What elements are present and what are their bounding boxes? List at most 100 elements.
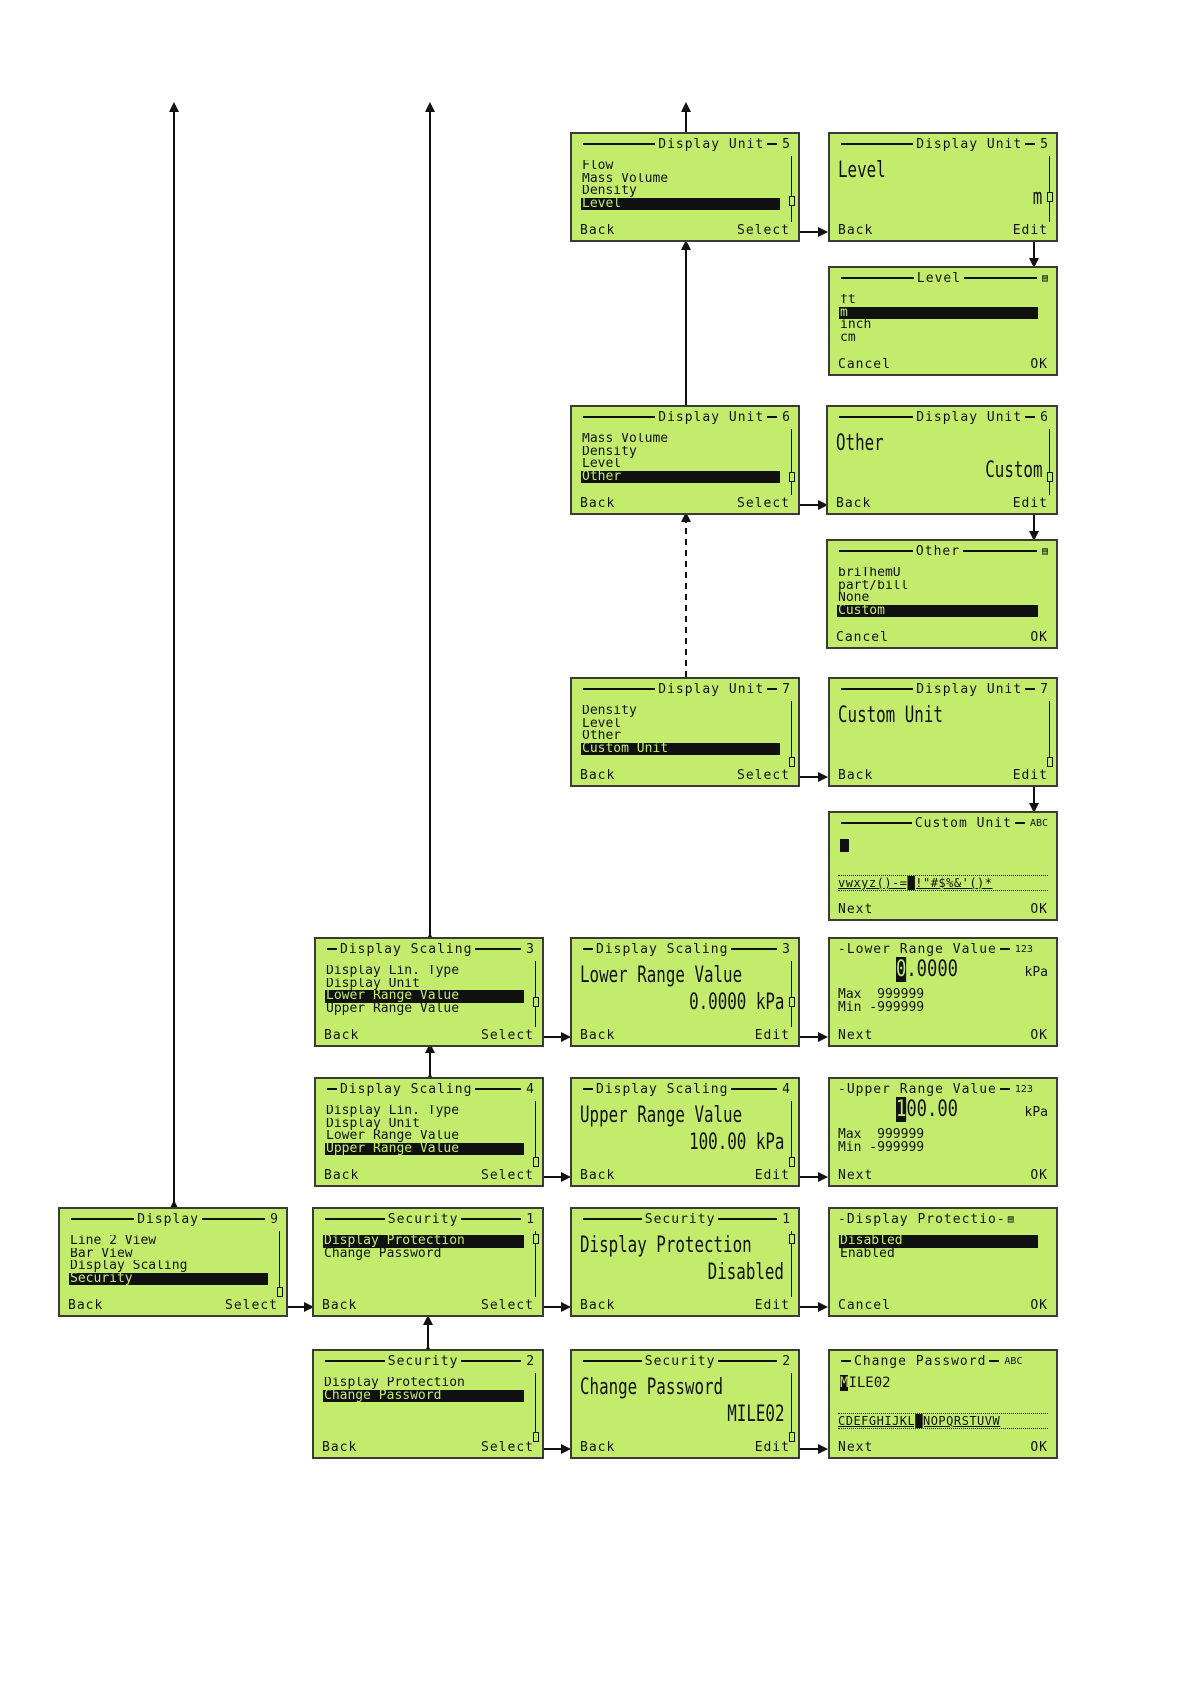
menu-item[interactable]: Upper Range Value	[326, 1002, 460, 1015]
menu-item[interactable]: Display Unit	[326, 977, 420, 990]
next-softkey[interactable]: Next	[838, 1168, 874, 1183]
select-softkey[interactable]: Select	[481, 1298, 534, 1313]
cancel-softkey[interactable]: Cancel	[838, 1298, 891, 1313]
digit-cursor[interactable]: 0	[896, 957, 907, 982]
option-item-selected[interactable]: Disabled	[839, 1235, 1038, 1248]
option-item[interactable]: Enabled	[840, 1247, 895, 1260]
menu-item[interactable]: Density	[582, 185, 637, 198]
menu-item[interactable]: Flow	[582, 160, 614, 173]
next-softkey[interactable]: Next	[838, 1028, 874, 1043]
menu-item[interactable]: Display Protection	[324, 1377, 465, 1390]
select-softkey[interactable]: Select	[737, 768, 790, 783]
menu-item-selected[interactable]: Display Protection	[323, 1235, 524, 1248]
back-softkey[interactable]: Back	[580, 496, 616, 511]
back-softkey[interactable]: Back	[322, 1298, 358, 1313]
edit-softkey[interactable]: Edit	[754, 1168, 790, 1183]
select-softkey[interactable]: Select	[737, 496, 790, 511]
back-softkey[interactable]: Back	[580, 1298, 616, 1313]
option-list: briThemU part/bill None Custom	[837, 567, 1038, 617]
edit-softkey[interactable]: Edit	[754, 1028, 790, 1043]
menu-item[interactable]: Lower Range Value	[326, 1130, 460, 1143]
back-softkey[interactable]: Back	[322, 1440, 358, 1455]
back-softkey[interactable]: Back	[838, 223, 874, 238]
ok-softkey[interactable]: OK	[1030, 1028, 1048, 1043]
next-softkey[interactable]: Next	[838, 1440, 874, 1455]
password-entry-field[interactable]: MILE02	[840, 1375, 891, 1391]
character-picker[interactable]: vwxyz()-=█!"#$%&'()*	[838, 875, 1048, 891]
value-entry-field[interactable]: 100.00	[896, 1097, 958, 1122]
menu-item-selected[interactable]: Upper Range Value	[325, 1142, 524, 1155]
menu-item[interactable]: Change Password	[324, 1247, 442, 1260]
edit-softkey[interactable]: Edit	[754, 1298, 790, 1313]
menu-item[interactable]: Bar View	[70, 1247, 133, 1260]
select-softkey[interactable]: Select	[481, 1168, 534, 1183]
next-softkey[interactable]: Next	[838, 902, 874, 917]
option-item-selected[interactable]: Custom	[837, 604, 1038, 617]
menu-item[interactable]: Mass Volume	[582, 172, 669, 185]
menu-item-selected[interactable]: Other	[581, 470, 780, 483]
abc-input-mode-icon: ABC	[1029, 817, 1048, 829]
select-softkey[interactable]: Select	[225, 1298, 278, 1313]
select-softkey[interactable]: Select	[481, 1440, 534, 1455]
menu-item[interactable]: Display Unit	[326, 1117, 420, 1130]
option-item[interactable]: briThemU	[838, 567, 901, 580]
menu-list: Mass Volume Density Level Other	[581, 433, 780, 483]
select-softkey[interactable]: Select	[481, 1028, 534, 1043]
back-softkey[interactable]: Back	[580, 1168, 616, 1183]
scrollbar	[277, 1231, 283, 1298]
menu-item-selected[interactable]: Level	[581, 197, 780, 210]
menu-item[interactable]: Density	[582, 445, 637, 458]
menu-item[interactable]: Other	[582, 730, 622, 743]
digit-cursor[interactable]: 1	[896, 1097, 907, 1122]
edit-softkey[interactable]: Edit	[1012, 223, 1048, 238]
character-cursor[interactable]: M	[840, 1375, 849, 1391]
back-softkey[interactable]: Back	[580, 1440, 616, 1455]
option-item[interactable]: part/bill	[838, 579, 909, 592]
menu-item[interactable]: Display Lin. Type	[326, 1105, 460, 1118]
menu-item[interactable]: Mass Volume	[582, 433, 669, 446]
menu-item-selected[interactable]: Security	[69, 1272, 268, 1285]
ok-softkey[interactable]: OK	[1030, 630, 1048, 645]
menu-item[interactable]: Level	[582, 458, 622, 471]
ok-softkey[interactable]: OK	[1030, 1168, 1048, 1183]
character-picker[interactable]: CDEFGHIJKL█NOPQRSTUVW	[838, 1413, 1048, 1429]
back-softkey[interactable]: Back	[324, 1028, 360, 1043]
edit-softkey[interactable]: Edit	[1012, 768, 1048, 783]
cancel-softkey[interactable]: Cancel	[836, 630, 889, 645]
menu-item[interactable]: Display Lin. Type	[326, 965, 460, 978]
screen-title: Custom Unit	[914, 815, 1012, 831]
other-selection-dialog: Other▤ briThemU part/bill None Custom Ca…	[826, 539, 1058, 649]
edit-softkey[interactable]: Edit	[1012, 496, 1048, 511]
back-softkey[interactable]: Back	[324, 1168, 360, 1183]
option-item[interactable]: cm	[840, 331, 856, 344]
back-softkey[interactable]: Back	[68, 1298, 104, 1313]
menu-item[interactable]: Line 2 View	[70, 1235, 157, 1248]
back-softkey[interactable]: Back	[836, 496, 872, 511]
back-softkey[interactable]: Back	[580, 223, 616, 238]
back-softkey[interactable]: Back	[838, 768, 874, 783]
cancel-softkey[interactable]: Cancel	[838, 357, 891, 372]
back-softkey[interactable]: Back	[580, 768, 616, 783]
menu-item[interactable]: Density	[582, 705, 637, 718]
ok-softkey[interactable]: OK	[1030, 1440, 1048, 1455]
menu-item-selected[interactable]: Change Password	[323, 1389, 524, 1402]
option-item[interactable]: None	[838, 592, 870, 605]
ok-softkey[interactable]: OK	[1030, 1298, 1048, 1313]
option-item[interactable]: ft	[840, 294, 856, 307]
value-entry-field[interactable]: 0.0000	[896, 957, 958, 982]
ok-softkey[interactable]: OK	[1030, 357, 1048, 372]
menu-item-selected[interactable]: Custom Unit	[581, 742, 780, 755]
edit-softkey[interactable]: Edit	[754, 1440, 790, 1455]
custom-unit-entry-dialog: Custom Unit ABC vwxyz()-=█!"#$%&'()* Next…	[828, 811, 1058, 921]
option-item-selected[interactable]: m	[839, 306, 1038, 319]
back-softkey[interactable]: Back	[580, 1028, 616, 1043]
menu-item[interactable]: Level	[582, 717, 622, 730]
ok-softkey[interactable]: OK	[1030, 902, 1048, 917]
select-softkey[interactable]: Select	[737, 223, 790, 238]
menu-item-selected[interactable]: Lower Range Value	[325, 990, 524, 1003]
option-item[interactable]: inch	[840, 319, 872, 332]
menu-item[interactable]: Display Scaling	[70, 1260, 188, 1273]
